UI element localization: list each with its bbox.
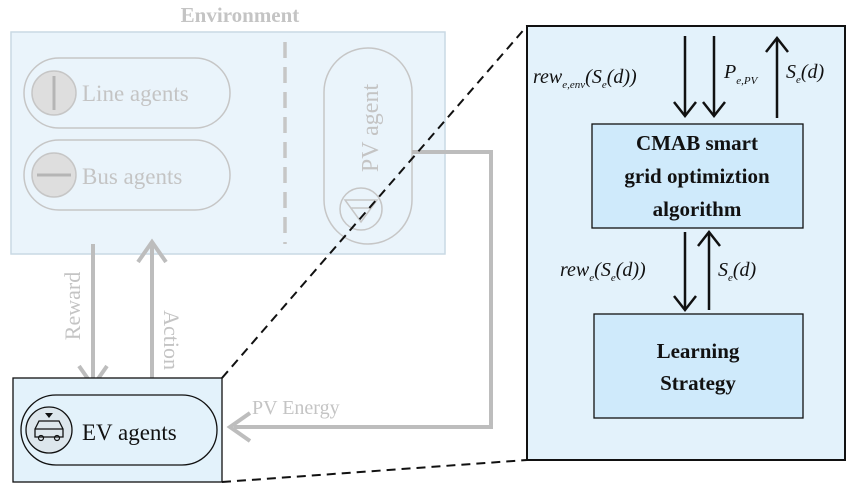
line-agents-label: Line agents [82, 81, 189, 106]
rew-e-label: rewe(Se(d)) [560, 259, 646, 284]
cmab-algorithm-line-3: algorithm [653, 197, 742, 221]
s-bottom-label: Se(d) [718, 259, 757, 284]
action-arrow [136, 238, 168, 384]
ev-agents-label: EV agents [82, 420, 177, 445]
pv-panel-icon [339, 187, 383, 231]
bus-agents-node: Bus agents [23, 139, 231, 211]
ev-agents-node: EV agents [20, 394, 218, 466]
learning-strategy-line-2: Strategy [660, 371, 736, 395]
reward-label: Reward [60, 272, 85, 340]
pv-energy-label: PV Energy [252, 397, 340, 419]
cmab-algorithm-line-1: CMAB smart [636, 131, 758, 155]
bus-agents-label: Bus agents [82, 164, 182, 189]
p-pv-label: Pe,PV [723, 61, 759, 87]
zoom-line-bottom [221, 459, 528, 483]
pv-agent-node: PV agent [323, 47, 413, 245]
cmab-algorithm-box [591, 123, 804, 229]
pv-energy-arrow [226, 150, 493, 443]
s-top-label: Se(d) [786, 61, 825, 86]
line-agents-node: Line agents [23, 57, 231, 129]
ev-car-icon [25, 406, 73, 454]
rew-env-label: rewe,env(Se(d)) [533, 66, 637, 91]
environment-title: Environment [181, 3, 300, 27]
zoom-line-top [221, 25, 528, 379]
environment-panel [10, 31, 446, 255]
pv-agent-label: PV agent [358, 84, 384, 173]
action-label: Action [159, 310, 184, 370]
learning-strategy-box [593, 313, 804, 419]
learning-strategy-line-1: Learning [657, 339, 740, 363]
cmab-algorithm-line-2: grid optimiztion [624, 164, 770, 188]
